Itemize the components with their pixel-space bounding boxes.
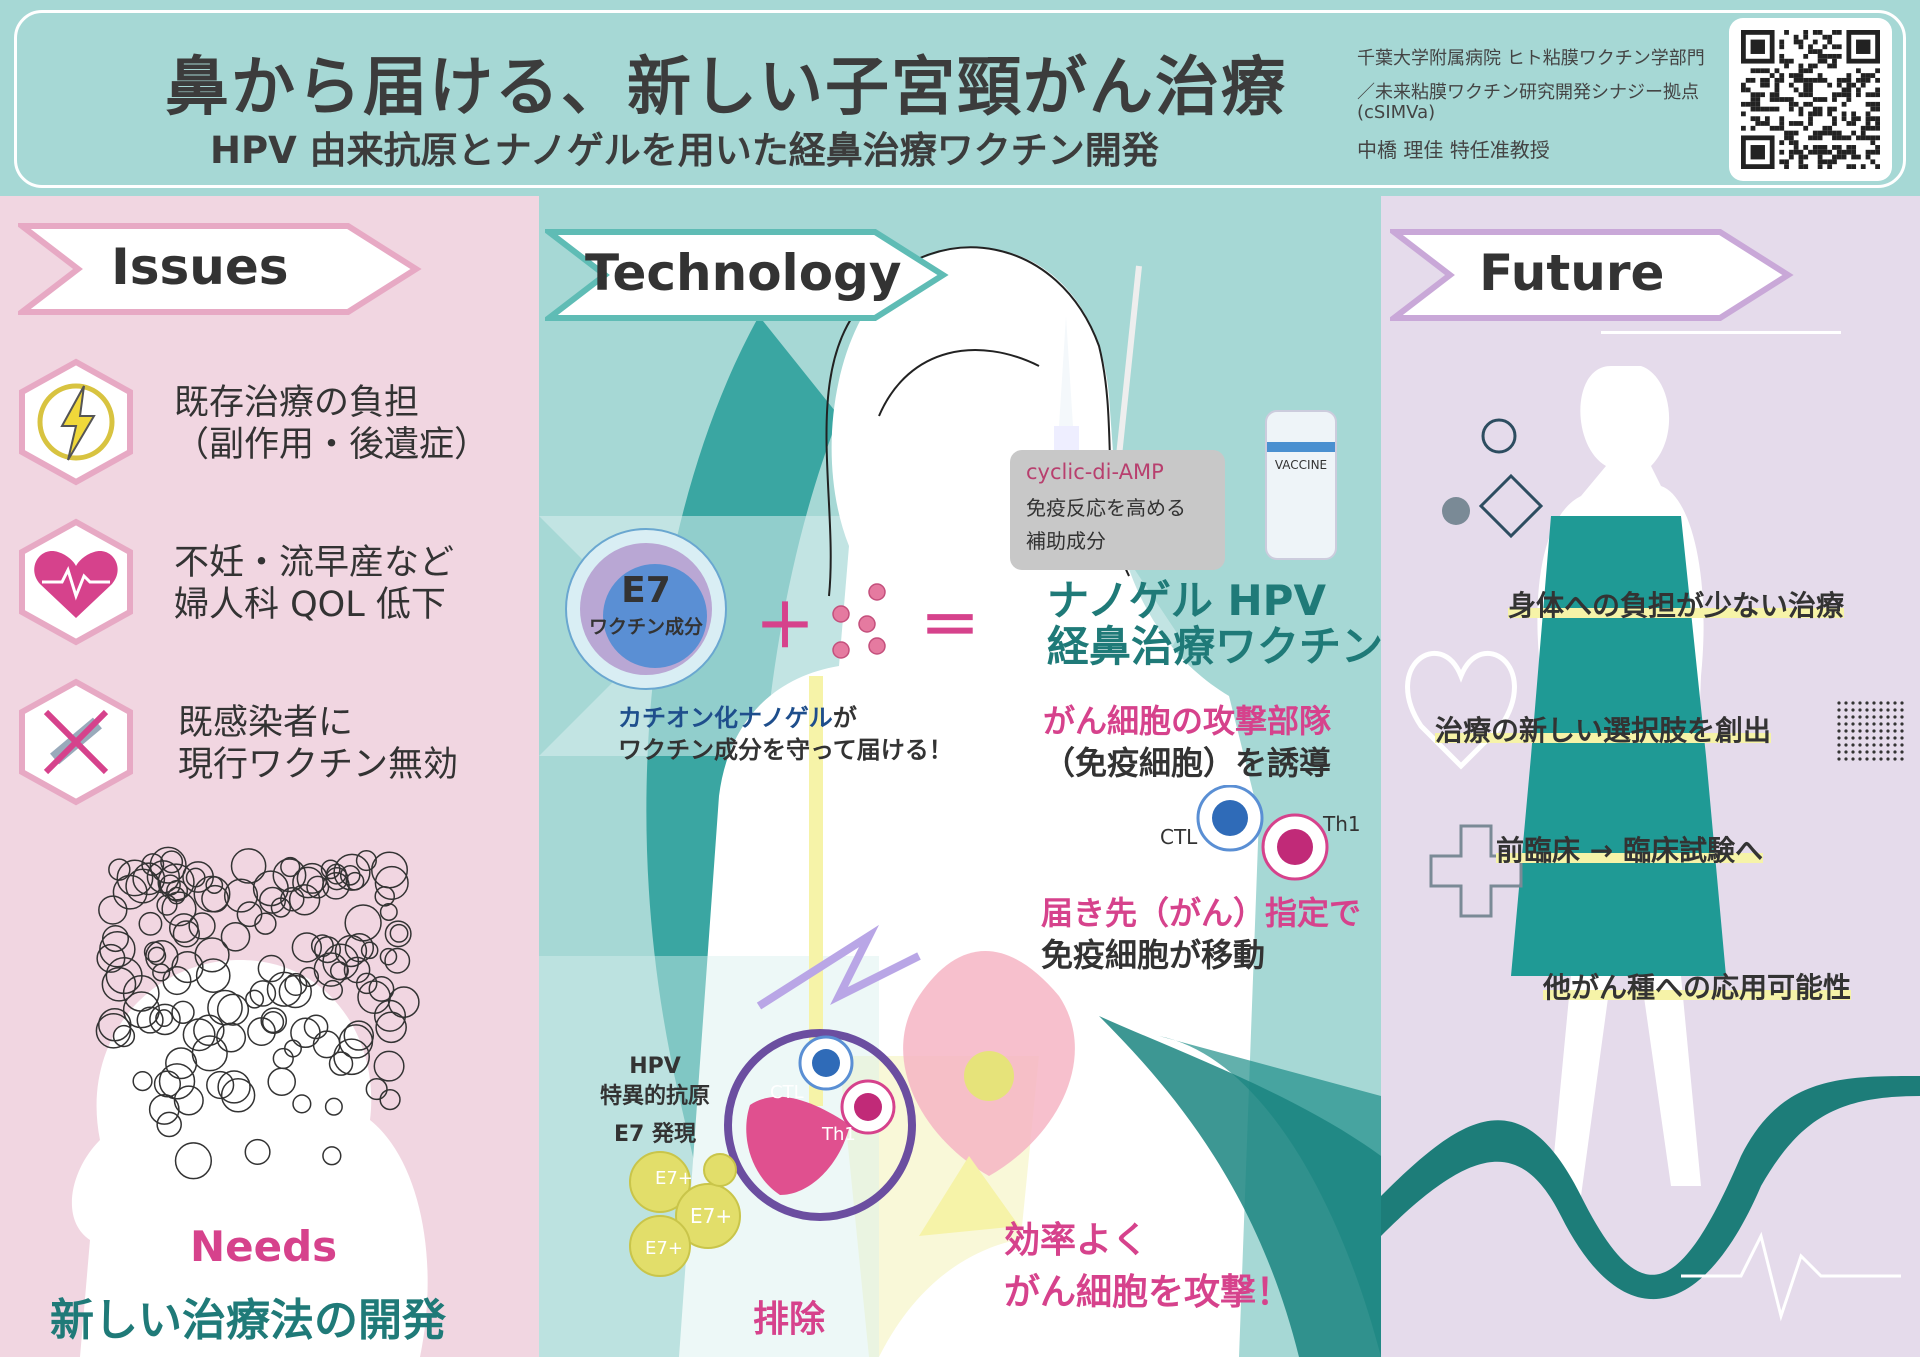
author-name: 中橋 理佳 特任准教授 [1357, 138, 1550, 162]
issue-line: 既感染者に [178, 703, 354, 743]
nasal-spray-bottle: VACCINE [1265, 410, 1337, 560]
future-item: 他がん種への応用可能性 [1543, 966, 1852, 1006]
induce-line1: がん細胞の攻撃部隊 [1043, 702, 1332, 740]
attack-line2: がん細胞を攻撃！ [1004, 1272, 1293, 1313]
e7plus-label: E7+ [645, 1238, 683, 1259]
issue-line: 不妊・流早産など [174, 543, 455, 583]
adjuvant-desc: 補助成分 [1026, 529, 1106, 553]
immune-cells-icon [1196, 785, 1329, 881]
vaccine-label: VACCINE [1274, 458, 1328, 472]
attack-caption: 効率よく がん細胞を攻撃！ [1004, 1215, 1292, 1319]
th1-label: Th1 [822, 1124, 856, 1145]
attack-line1: 効率よく [1004, 1220, 1149, 1261]
issues-heading: Issues [111, 238, 289, 296]
issue-item-3: 既感染者に 現行ワクチン無効 [178, 702, 458, 786]
adjuvant-name: cyclic-di-AMP [1026, 460, 1164, 484]
qr-code-icon[interactable] [1729, 18, 1892, 181]
nanogel-line2: ワクチン成分を守って届ける！ [618, 736, 953, 764]
equals-sign: ＝ [920, 592, 980, 662]
affiliation-line: ／未来粘膜ワクチン研究開発シナジー拠点 [1357, 82, 1699, 103]
future-heading: Future [1479, 244, 1665, 302]
heart-pulse-icon [18, 518, 134, 646]
plus-sign: ＋ [755, 592, 815, 662]
ctl-label: CTL [770, 1082, 804, 1103]
woman-silhouette-illustration [71, 846, 428, 1357]
induce-caption: がん細胞の攻撃部隊 （免疫細胞）を誘導 [1043, 700, 1331, 784]
issue-item-1: 既存治療の負担 （副作用・後遺症） [174, 382, 489, 466]
immune-attack-illustration [724, 1029, 916, 1221]
induce-line2: （免疫細胞）を誘導 [1043, 744, 1332, 782]
future-item: 前臨床 → 臨床試験へ [1496, 829, 1763, 869]
ctl-label: CTL [1160, 825, 1198, 849]
cyclic-di-amp-molecules [832, 583, 886, 659]
needs-text: 新しい治療法の開発 [50, 1295, 446, 1346]
page-subtitle: HPV 由来抗原とナノゲルを用いた経鼻治療ワクチン開発 [210, 129, 1159, 172]
target-line1: 届き先（がん）指定で [1041, 894, 1362, 932]
e7-label: E7 [621, 570, 671, 611]
technology-heading: Technology [585, 244, 902, 302]
future-illustration [1381, 331, 1920, 1322]
e7plus-label: E7+ [690, 1204, 733, 1228]
affiliation-line: 千葉大学附属病院 ヒト粘膜ワクチン学部門 [1357, 48, 1705, 69]
antigen-line: E7 発現 [614, 1122, 696, 1147]
nanogel-caption: カチオン化ナノゲルが ワクチン成分を守って届ける！ [618, 702, 953, 766]
lightning-icon [18, 358, 134, 486]
issue-line: （副作用・後遺症） [174, 425, 490, 465]
nanogel-rest: が [832, 704, 857, 732]
issue-line: 現行ワクチン無効 [178, 745, 459, 785]
affiliation-line: (cSIMVa) [1357, 102, 1436, 123]
page-title: 鼻から届ける、新しい子宮頸がん治療 [165, 51, 1287, 125]
antigen-caption: HPV 特異的抗原 E7 発現 [600, 1052, 710, 1150]
adjuvant-desc: 免疫反応を高める [1026, 496, 1186, 520]
target-caption: 届き先（がん）指定で 免疫細胞が移動 [1041, 892, 1361, 976]
th1-label: Th1 [1323, 812, 1361, 836]
future-item: 治療の新しい選択肢を創出 [1435, 709, 1772, 749]
antigen-line: 特異的抗原 [600, 1084, 711, 1109]
issue-item-2: 不妊・流早産など 婦人科 QOL 低下 [174, 542, 454, 626]
future-heading-banner: Future [1390, 226, 1794, 324]
issue-line: 既存治療の負担 [174, 383, 420, 423]
no-vaccine-icon [18, 678, 134, 806]
future-item: 身体への負担が少ない治療 [1508, 584, 1845, 624]
adjuvant-callout: cyclic-di-AMP 免疫反応を高める 補助成分 [1010, 450, 1225, 570]
needs-label: Needs [190, 1222, 338, 1271]
antigen-line: HPV [629, 1054, 681, 1079]
technology-heading-banner: Technology [545, 226, 949, 324]
e7plus-label: E7+ [655, 1168, 693, 1189]
nanogel-highlight: カチオン化ナノゲル [618, 704, 833, 732]
issues-heading-banner: Issues [18, 220, 422, 318]
issue-line: 婦人科 QOL 低下 [174, 585, 446, 625]
header-frame [14, 10, 1906, 188]
product-name: ナノゲル HPV 経鼻治療ワクチン [1047, 578, 1383, 670]
e7-sublabel: ワクチン成分 [588, 616, 703, 638]
product-line: 経鼻治療ワクチン [1047, 622, 1384, 671]
e7-positive-cells [629, 1151, 741, 1277]
target-line2: 免疫細胞が移動 [1041, 936, 1266, 974]
eliminate-label: 排除 [753, 1299, 826, 1340]
product-line: ナノゲル HPV [1047, 576, 1326, 625]
e7-vaccine-particle: E7 ワクチン成分 [563, 526, 729, 692]
header [0, 0, 1920, 196]
